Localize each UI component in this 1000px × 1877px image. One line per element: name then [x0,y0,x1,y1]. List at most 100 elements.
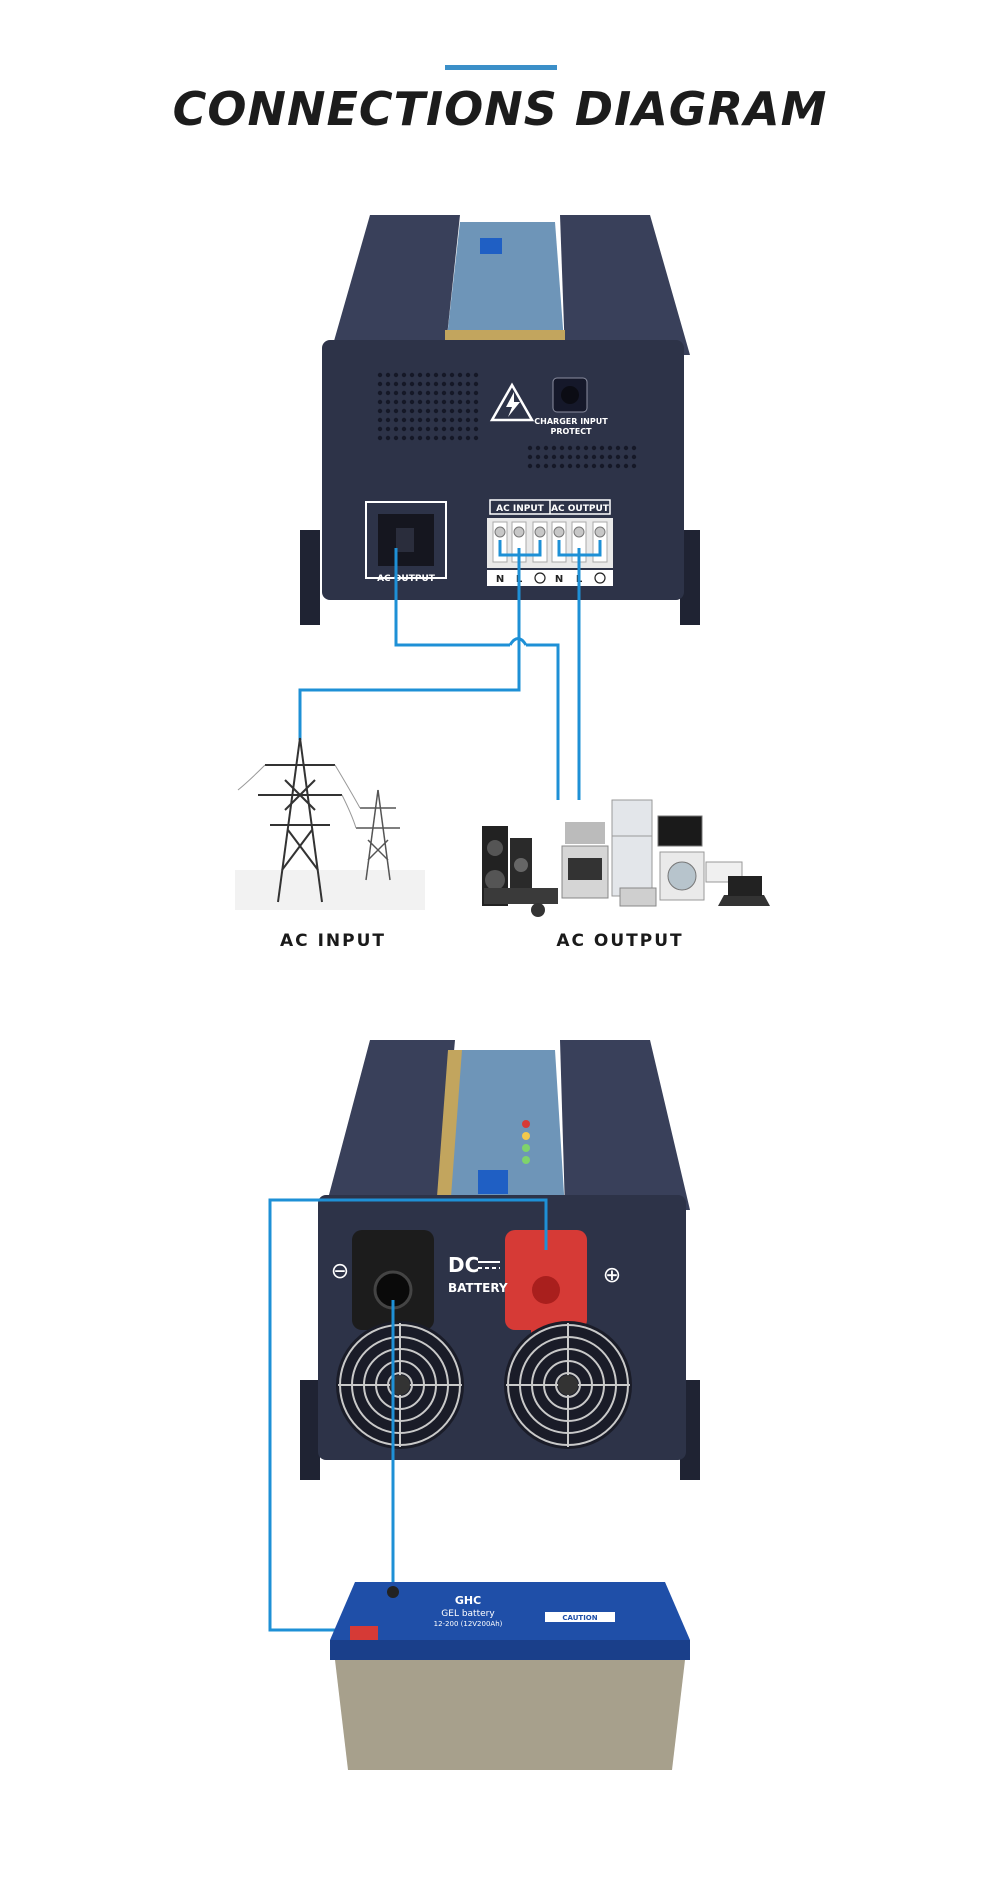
vent-hole [393,381,399,387]
vent-hole [385,417,391,423]
left-mount-foot [300,1380,320,1480]
vent-hole [377,426,383,432]
vent-hole [583,445,589,451]
vent-hole [441,417,447,423]
power-lines [237,764,361,829]
battery-case [335,1660,685,1770]
vent-hole [441,399,447,405]
vent-hole [543,454,549,460]
terminal-screw [494,526,506,538]
vent-hole [441,390,447,396]
vent-hole [433,426,439,432]
vent-hole [465,435,471,441]
battery-negative-post [387,1586,399,1598]
vent-hole [433,408,439,414]
status-leds [522,1120,530,1164]
vent-hole [441,426,447,432]
vent-hole [425,435,431,441]
top-cover-right [560,1040,690,1210]
vent-hole [631,463,637,469]
vent-hole [433,372,439,378]
vent-hole [449,426,455,432]
vent-hole [607,445,613,451]
vent-hole [591,463,597,469]
vent-hole [377,408,383,414]
vent-hole [441,408,447,414]
vent-hole [575,463,581,469]
vent-hole [583,454,589,460]
vent-hole [575,445,581,451]
terminal-block [487,518,613,568]
lcd-screen-icon [480,238,502,254]
vent-hole [567,454,573,460]
vent-hole [433,435,439,441]
gold-strip [436,1050,462,1210]
negative-symbol-icon: ⊖ [331,1259,349,1284]
vent-hole [551,445,557,451]
vent-hole [377,381,383,387]
vent-hole [417,417,423,423]
vent-hole [449,417,455,423]
ac-outlet-frame [365,501,447,579]
vent-hole [457,417,463,423]
vent-hole [473,372,479,378]
vent-hole [441,435,447,441]
vent-hole [535,445,541,451]
vent-hole [473,417,479,423]
vent-hole [599,454,605,460]
vent-hole [535,454,541,460]
battery-positive-post [350,1626,378,1640]
title-accent-bar [445,65,557,70]
vent-hole [599,463,605,469]
vent-hole [567,463,573,469]
vent-hole [457,426,463,432]
lightning-icon [506,392,520,417]
vent-hole [433,381,439,387]
vent-hole [377,372,383,378]
high-voltage-warning-icon [489,382,535,422]
dc-wiring [268,1198,548,1632]
vent-hole [623,463,629,469]
wire-input-bridge [498,540,542,557]
vent-hole [591,445,597,451]
vent-hole [559,463,565,469]
top-label-panel [445,222,565,355]
vent-hole [599,445,605,451]
vent-hole [615,463,621,469]
vent-hole [567,445,573,451]
terminal-letter-n1: N [496,574,504,585]
vent-hole [409,408,415,414]
wire-positive [268,1198,548,1632]
monitor-icon [657,815,703,847]
wire-to-appliances [526,643,560,800]
vent-hole [473,381,479,387]
vent-hole [473,390,479,396]
secondary-tower-icon [356,789,400,881]
speaker-floor-icon [531,903,545,917]
vent-hole [377,390,383,396]
vent-hole [527,445,533,451]
terminal-letter-n2: N [555,574,563,585]
vent-hole [425,390,431,396]
vent-hole [417,435,423,441]
vent-hole [449,381,455,387]
vent-hole [559,445,565,451]
terminal-screw [594,526,606,538]
positive-terminal-bolt [532,1276,560,1304]
microwave-icon [565,822,605,844]
vent-hole [527,454,533,460]
vent-hole [393,426,399,432]
terminal-ac-input-label: AC INPUT [496,504,544,514]
dc-label: DC [448,1253,479,1277]
vent-hole [417,390,423,396]
status-led [522,1156,530,1164]
vent-hole [607,454,613,460]
vent-hole [409,399,415,405]
vent-hole [551,463,557,469]
vent-hole [457,381,463,387]
inverter-front-view: DC BATTERY ⊖ ⊕ [300,1040,700,1480]
ground-symbol-icon [534,572,546,584]
vent-hole [409,381,415,387]
vent-hole [425,399,431,405]
